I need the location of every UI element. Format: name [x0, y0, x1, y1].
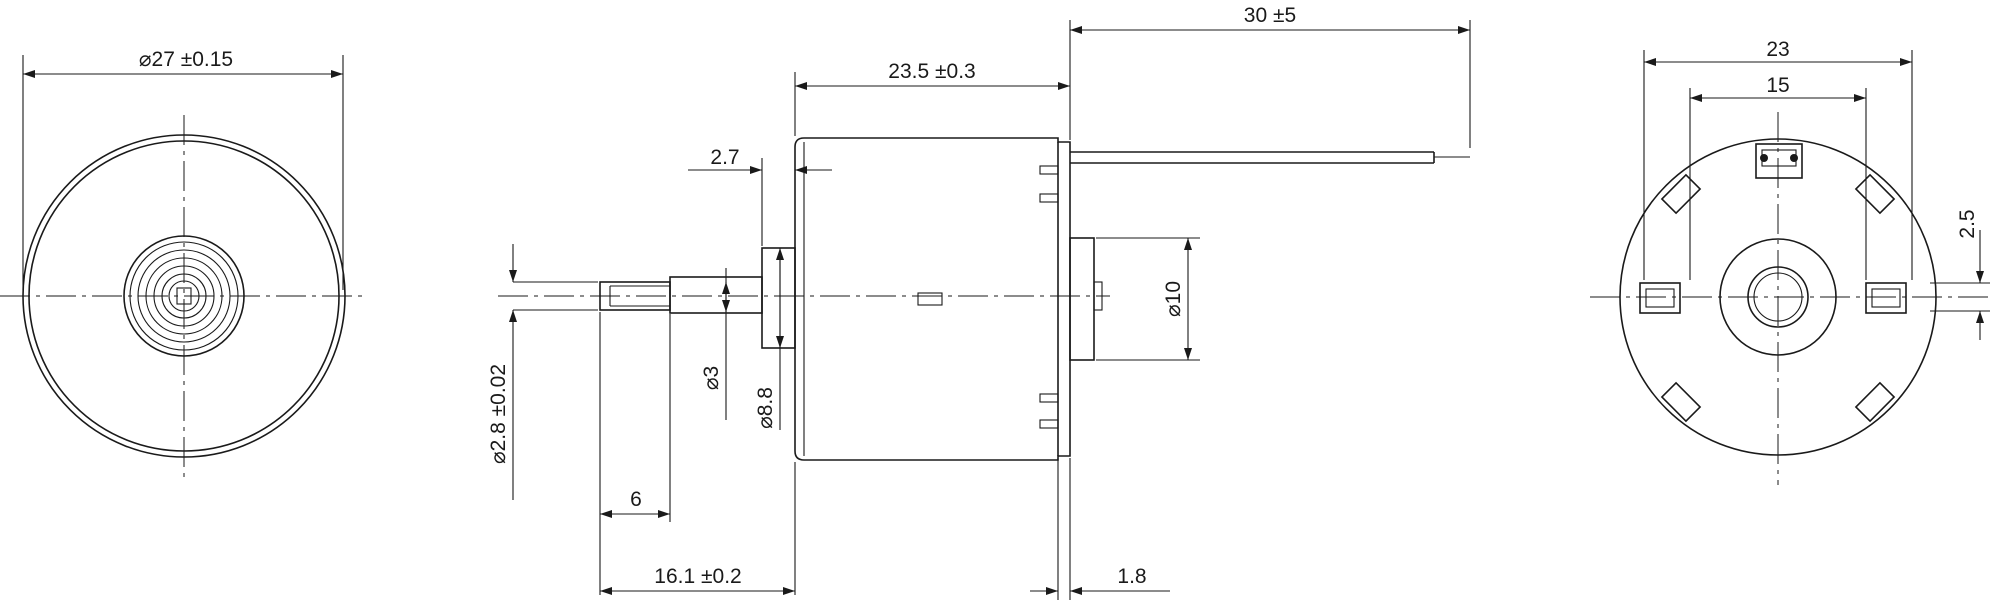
wire-length-label: 30 ±5	[1244, 4, 1296, 27]
front-diameter-label: ⌀27 ±0.15	[139, 48, 233, 71]
shaft-length-label: 16.1 ±0.2	[654, 565, 741, 588]
bushing-diameter-label: ⌀10	[1162, 281, 1185, 317]
side-view: 23.5 ±0.3 30 ±5 2.7 ⌀10 ⌀3 ⌀8.8 ⌀2.8 ±0.…	[487, 4, 1471, 600]
bearing-step-label: 2.7	[710, 146, 739, 169]
body-length-label: 23.5 ±0.3	[888, 60, 975, 83]
rear-view: 23 15 2.5	[1590, 38, 1990, 485]
endcap-thickness-label: 1.8	[1117, 565, 1146, 588]
rear-width-23-label: 23	[1766, 38, 1789, 61]
shaft-d28-label: ⌀2.8 ±0.02	[487, 364, 510, 464]
bearing-d88-label: ⌀8.8	[754, 387, 777, 429]
front-view: ⌀27 ±0.15	[0, 48, 365, 480]
rear-width-15-label: 15	[1766, 74, 1789, 97]
rear-offset-label: 2.5	[1956, 209, 1979, 238]
shaft-d3-label: ⌀3	[700, 366, 723, 390]
flat-length-label: 6	[630, 488, 642, 511]
